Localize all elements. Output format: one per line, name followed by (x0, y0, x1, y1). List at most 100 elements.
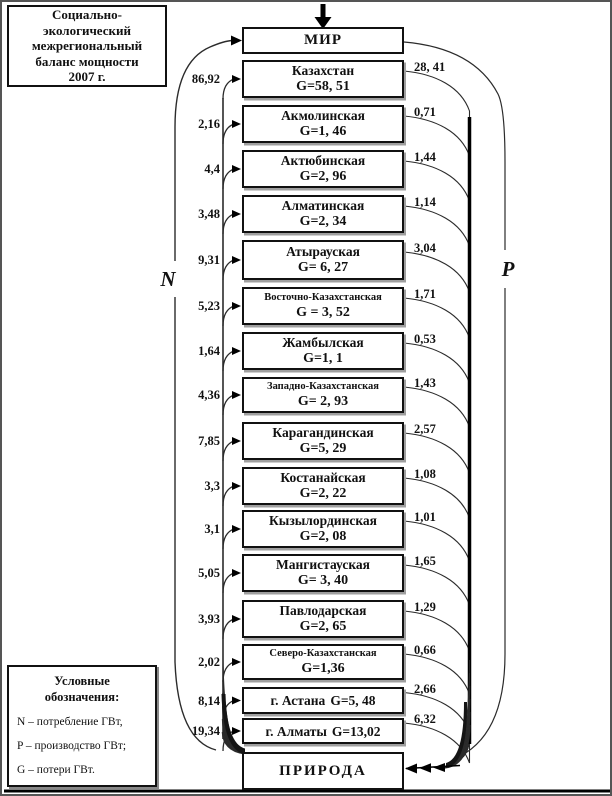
region-g-value: G=13,02 (331, 723, 381, 739)
p-value-label: 2,66 (414, 681, 436, 696)
region-name: Северо-Казахстанская (269, 648, 377, 659)
region-name: Костанайская (280, 470, 366, 485)
right-region-flow (403, 564, 471, 765)
n-value-label: 8,14 (198, 693, 220, 708)
region-name: Восточно-Казахстанская (264, 292, 382, 303)
n-value-label: 7,85 (198, 434, 220, 448)
legend-item: G – потери ГВт. (17, 764, 95, 776)
region-g-value: G=1, 46 (299, 124, 347, 139)
p-value-label: 1,71 (414, 287, 436, 301)
n-value-label: 3,1 (204, 522, 220, 536)
n-value-label: 5,05 (198, 566, 220, 580)
n-value-label: 4,36 (198, 388, 220, 402)
region-g-value: G=58, 51 (296, 79, 350, 94)
right-flow-label: P (493, 250, 523, 288)
arrowhead-icon (232, 347, 241, 355)
nature-arrowhead-icon (419, 763, 431, 773)
p-value-label: 1,65 (414, 554, 436, 568)
legend-heading: Условные обозначения: (44, 674, 120, 704)
n-value-label: 3,3 (204, 479, 220, 493)
region-name: Казахстан (291, 63, 355, 78)
region-name: Кызылординская (269, 513, 377, 528)
region-name: Карагандинская (272, 425, 374, 440)
region-name: Алматинская (281, 198, 365, 213)
legend-box: Условные обозначения: N – потребление ГВ… (7, 665, 157, 787)
p-value-label: 1,44 (414, 150, 436, 164)
p-value-label: 0,53 (414, 332, 436, 346)
region-g-value: G=2, 34 (299, 214, 347, 229)
arrowhead-icon (232, 727, 241, 735)
p-value-label: 0,66 (414, 643, 436, 657)
left-outer-flow (174, 39, 233, 751)
region-g-value: G= 3, 40 (297, 573, 349, 588)
region-g-value: G=1,36 (301, 661, 345, 676)
arrowhead-icon (232, 696, 241, 705)
arrowhead-icon (231, 35, 242, 46)
arrowhead-icon (232, 165, 241, 173)
region-name: Павлодарская (279, 603, 367, 618)
arrowhead-icon (232, 525, 241, 533)
n-value-label: 3,93 (198, 612, 220, 626)
n-value-label: 3,48 (198, 207, 220, 221)
region-g-value: G=2, 65 (299, 619, 347, 634)
n-value-label: 9,31 (198, 253, 220, 267)
p-value-label: 1,43 (414, 376, 436, 390)
right-fan-wedge (446, 702, 468, 768)
left-flow-label: N (152, 261, 184, 297)
region-name: г. Алматы (265, 723, 327, 739)
arrowhead-icon (232, 482, 241, 490)
p-value-label: 6,32 (414, 712, 436, 726)
title-line: Социально- (52, 7, 122, 23)
n-value-label: 19,34 (191, 724, 220, 738)
legend-item: N – потребление ГВт, (17, 716, 123, 728)
region-name: Западно-Казахстанская (267, 381, 379, 392)
right-region-flow (403, 70, 471, 765)
nature-arrowhead-icon (433, 763, 445, 772)
node-mir: МИР (242, 27, 404, 54)
n-value-label: 4,4 (204, 162, 220, 176)
arrowhead-icon (232, 437, 241, 445)
right-region-flow (403, 386, 471, 765)
title-line: межрегиональный (31, 38, 143, 54)
arrowhead-icon (232, 569, 241, 577)
arrowhead-icon (232, 615, 241, 623)
p-value-label: 1,14 (414, 195, 436, 209)
p-value-label: 3,04 (414, 241, 436, 255)
region-name: Актюбинская (280, 153, 366, 168)
title-line: баланс мощности (35, 53, 139, 69)
p-value-label: 1,08 (414, 467, 436, 481)
region-box: Восточно-Казахстанская G = 3, 52 (242, 287, 404, 325)
p-value-label: 1,29 (414, 600, 436, 614)
p-value-label: 28, 41 (414, 60, 446, 74)
n-value-label: 2,16 (198, 117, 220, 131)
region-name: Атырауская (286, 244, 360, 259)
arrowhead-icon (232, 120, 241, 128)
title-line: экологический (43, 22, 131, 38)
p-value-label: 1,01 (414, 510, 436, 524)
region-g-value: G= 6, 27 (297, 260, 349, 275)
legend-item: P – производство ГВт; (17, 740, 127, 752)
region-name: Жамбылская (282, 335, 364, 350)
right-outer-flow (403, 41, 506, 760)
arrowhead-icon (232, 391, 241, 399)
n-value-label: 2,02 (198, 655, 220, 669)
p-value-label: 0,71 (414, 105, 436, 119)
region-g-value: G = 3, 52 (296, 305, 350, 320)
